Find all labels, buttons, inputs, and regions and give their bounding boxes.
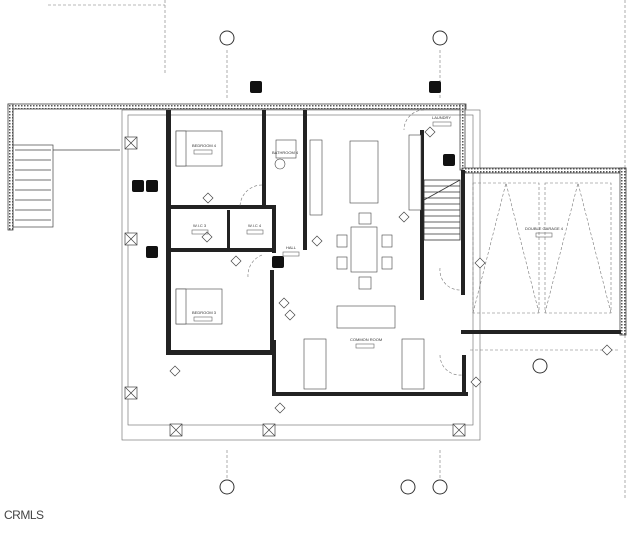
room-label-bathroom-4: BATHROOM 4 [272,150,299,155]
interior-stair [423,179,461,241]
columns [124,136,466,437]
exterior-stair [12,110,120,228]
room-label-bedroom-4: BEDROOM 4 [192,143,217,148]
diamond-tags [169,126,613,414]
room-label-laundry: LAUNDRY [432,115,451,120]
furniture [175,130,425,390]
black-tags [132,81,455,268]
room-labels: BEDROOM 4 BATHROOM 4 LAUNDRY W.I.C 3 W.I… [191,115,564,349]
room-label-wic-3: W.I.C 3 [193,223,207,228]
room-label-bedroom-3: BEDROOM 3 [192,310,217,315]
grid-bubbles [219,30,548,495]
garage-doors [472,182,612,314]
room-label-common-room: COMMON ROOM [350,337,382,342]
room-label-double-garage: DOUBLE GARAGE 4 [525,226,564,231]
room-label-wic-4: W.I.C 4 [248,223,262,228]
door-swings [239,109,463,376]
walls [166,110,621,396]
room-label-hall: HALL [286,245,297,250]
watermark: CRMLS [4,508,44,522]
